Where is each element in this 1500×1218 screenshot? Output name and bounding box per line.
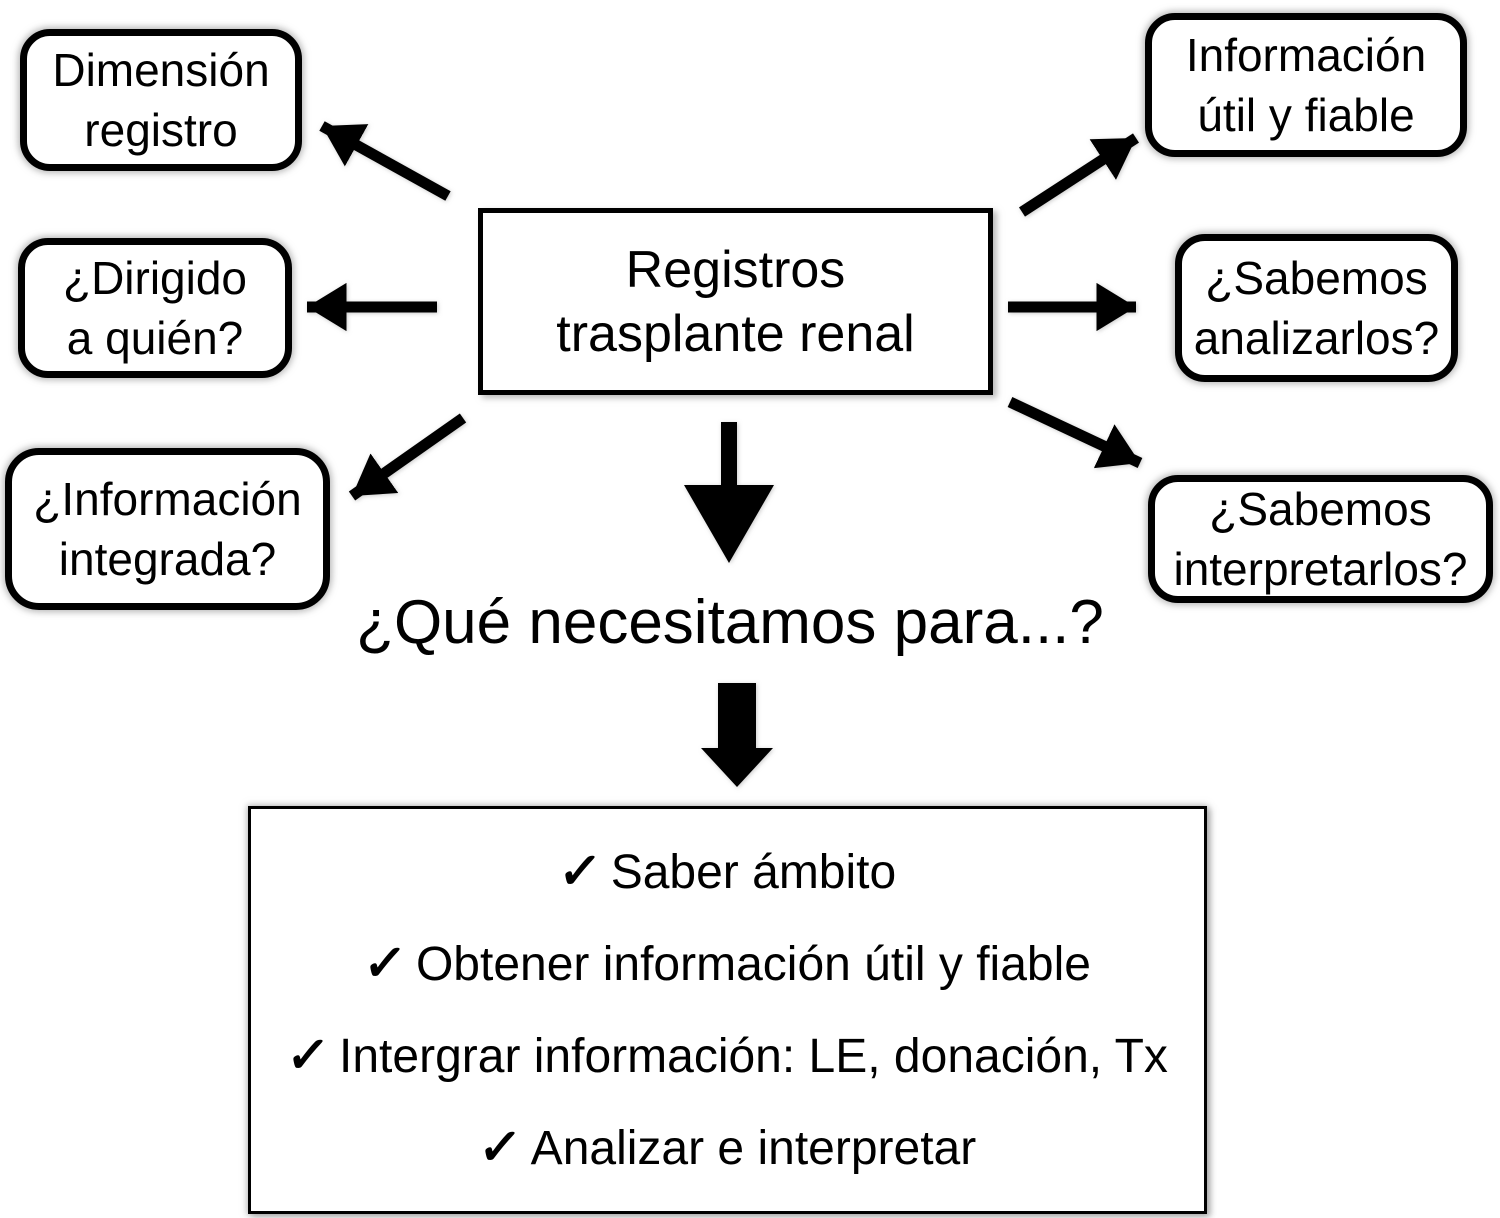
checklist-box: ✓ Saber ámbito ✓ Obtener información úti…: [248, 806, 1207, 1214]
checklist-item-text: Analizar e interpretar: [530, 1122, 977, 1175]
node-line: Dimensión: [52, 44, 270, 96]
node-line: trasplante renal: [556, 304, 915, 363]
node-line: registro: [84, 104, 238, 156]
node-line: a quién?: [66, 312, 244, 364]
node-dirigido-a-quien: ¿Dirigido a quién?: [18, 238, 292, 378]
node-line: ¿Información: [33, 473, 302, 525]
down-arrow-to-checklist-icon: [701, 683, 773, 787]
checklist-item: ✓ Saber ámbito: [555, 843, 897, 901]
checkmark-icon: ✓: [284, 1027, 332, 1083]
checkmark-icon: ✓: [555, 843, 604, 899]
checklist-item-text: Obtener información útil y fiable: [415, 938, 1091, 991]
node-line: Información: [1185, 29, 1427, 81]
arrow-to-sabemos-interpretarlos-icon: [1007, 397, 1143, 469]
checklist-item-text: Saber ámbito: [610, 846, 897, 899]
question-caption: ¿Qué necesitamos para...?: [356, 588, 1104, 657]
checklist-item: ✓ Analizar e interpretar: [475, 1119, 977, 1177]
checkmark-icon: ✓: [361, 935, 409, 991]
arrow-to-informacion-util-icon: [1019, 133, 1139, 217]
arrow-to-informacion-integrada-icon: [348, 413, 467, 501]
node-line: analizarlos?: [1193, 312, 1440, 364]
node-sabemos-interpretarlos: ¿Sabemos interpretarlos?: [1148, 475, 1493, 603]
node-line: interpretarlos?: [1173, 543, 1468, 595]
checklist-item-text: Intergrar información: LE, donación, Tx: [339, 1030, 1168, 1083]
node-line: integrada?: [58, 533, 277, 585]
checkmark-icon: ✓: [475, 1119, 524, 1175]
node-informacion-util-y-fiable: Información útil y fiable: [1145, 13, 1467, 157]
down-arrow-to-question-icon: [684, 422, 774, 563]
node-line: Registros: [625, 240, 846, 299]
node-dimension-registro: Dimensión registro: [20, 29, 302, 171]
arrow-to-dimension-registro-icon: [319, 121, 451, 201]
node-line: ¿Sabemos: [1205, 252, 1428, 304]
node-line: ¿Sabemos: [1209, 483, 1432, 535]
node-line: útil y fiable: [1197, 89, 1415, 141]
checklist-item: ✓ Intergrar información: LE, donación, T…: [284, 1027, 1168, 1085]
node-sabemos-analizarlos: ¿Sabemos analizarlos?: [1175, 234, 1458, 382]
node-registros-trasplante-renal: Registros trasplante renal: [478, 208, 993, 395]
node-line: ¿Dirigido: [62, 252, 248, 304]
node-informacion-integrada: ¿Información integrada?: [5, 448, 330, 610]
checklist-item: ✓ Obtener información útil y fiable: [361, 935, 1091, 993]
